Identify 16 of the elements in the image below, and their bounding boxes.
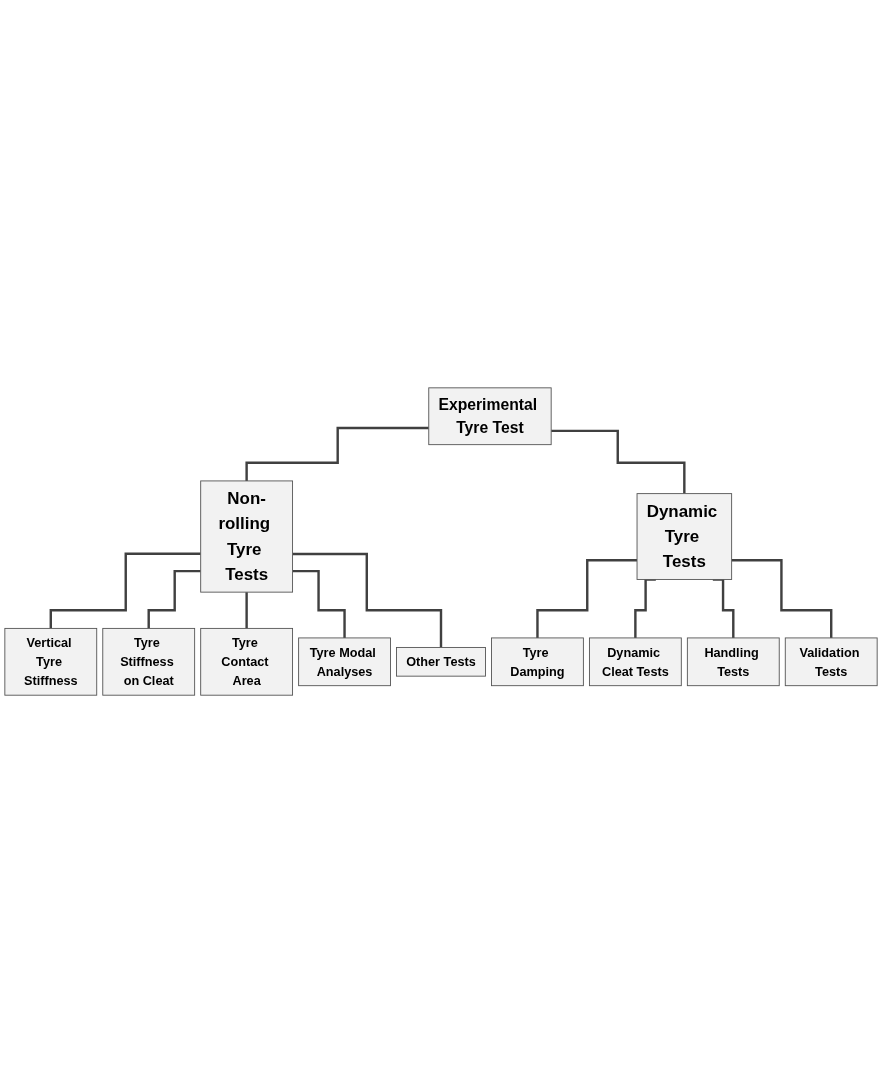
- node-box: Tyre Contact Area: [200, 627, 293, 696]
- node-box: Dynamic Cleat Tests: [589, 637, 682, 687]
- node-box: Validation Tests: [784, 637, 878, 687]
- node-box: Handling Tests: [686, 637, 780, 687]
- connector: [551, 429, 686, 495]
- node-box: Experimental Tyre Test: [428, 387, 552, 446]
- node-box: Tyre Modal Analyses: [298, 637, 391, 687]
- node-box: Non-rolling Tyre Tests: [200, 480, 293, 593]
- node-box: Other Tests: [396, 646, 486, 677]
- node-box: Vertical Tyre Stiffness: [4, 627, 98, 696]
- node-box: Tyre Stiffness on Cleat: [102, 627, 196, 696]
- node-box: Dynamic Tyre Tests: [636, 493, 733, 580]
- connector: [292, 552, 443, 649]
- connector: [49, 552, 201, 630]
- node-box: Tyre Damping: [491, 637, 584, 687]
- connector: [147, 569, 201, 630]
